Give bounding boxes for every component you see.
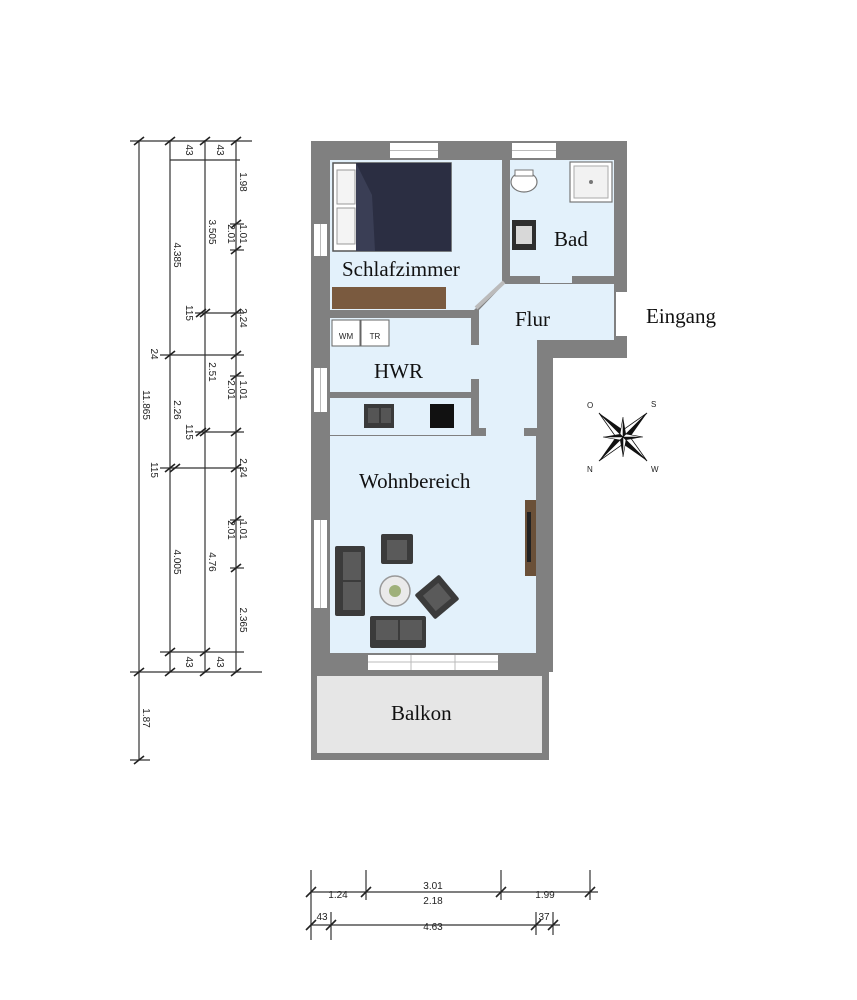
dim-187: 1.87 [140, 708, 151, 728]
dim-124: 1.24 [328, 890, 348, 901]
label-eingang: Eingang [646, 304, 716, 328]
dim-115-a: 115 [183, 305, 194, 321]
entrance-door [616, 292, 627, 336]
door-living [486, 428, 524, 436]
window-bad-top [512, 143, 556, 158]
dim-43-top-b: 43 [214, 144, 225, 156]
sofa-bottom [370, 616, 426, 648]
dim-463: 4.63 [423, 922, 443, 933]
armchair-top [381, 534, 413, 564]
window-hwr-left [314, 368, 327, 412]
compass-o: O [587, 401, 593, 410]
dim-224-a: 2.24 [237, 308, 248, 328]
dim-11865: 11.865 [140, 390, 151, 420]
dim-218: 2.18 [423, 896, 443, 907]
dim-4385: 4.385 [171, 242, 182, 267]
dim-43-bottom-a: 43 [183, 656, 194, 668]
dim-101-a: 1.01 [237, 224, 248, 244]
window-living-left [314, 520, 327, 608]
dim-224-b: 2.24 [237, 458, 248, 478]
windows [314, 143, 627, 670]
dim-201-b: 2.01 [225, 380, 236, 400]
window-living-bottom [368, 655, 498, 670]
label-balkon: Balkon [391, 701, 452, 725]
dim-301: 3.01 [423, 881, 443, 892]
label-schlafzimmer: Schlafzimmer [342, 257, 460, 281]
wm-label: WM [339, 332, 354, 341]
dim-43-bottom: 43 [316, 912, 328, 923]
dim-199: 1.99 [535, 890, 555, 901]
dim-4005: 4.005 [171, 549, 182, 574]
floor-flur [479, 284, 614, 428]
bottom-dimension-chain: 1.24 3.01 2.18 1.99 43 4.63 37 [305, 870, 598, 940]
dim-115-c1: 115 [148, 462, 159, 478]
dim-101-c: 1.01 [237, 520, 248, 540]
washing-machine: WM [331, 319, 361, 347]
door-bad [540, 276, 572, 283]
stove [430, 404, 454, 428]
dim-251: 2.51 [206, 362, 217, 382]
dim-101-b: 1.01 [237, 380, 248, 400]
compass-s: S [651, 400, 656, 409]
window-bedroom-top [390, 143, 438, 158]
dim-115-b: 115 [183, 424, 194, 440]
label-hwr: HWR [374, 359, 423, 383]
bathroom-sink [512, 220, 536, 250]
dryer: TR [360, 319, 390, 347]
sofa-left [335, 546, 365, 616]
coffee-table [379, 575, 411, 607]
compass-n: N [587, 465, 593, 474]
toilet [510, 169, 538, 193]
compass-w: W [651, 465, 659, 474]
door-gaps [471, 276, 572, 436]
door-bedroom [474, 280, 506, 310]
armchair-right [415, 575, 459, 619]
bed [332, 162, 452, 252]
compass-rose-icon [598, 412, 648, 462]
dim-24: 24 [148, 348, 159, 360]
dim-43-top-a: 43 [183, 144, 194, 156]
kitchen-sink [364, 404, 394, 428]
wardrobe [332, 287, 446, 309]
dim-43-bottom-b: 43 [214, 656, 225, 668]
label-wohnbereich: Wohnbereich [359, 469, 471, 493]
window-bedroom-left [314, 224, 327, 256]
label-flur: Flur [515, 307, 550, 331]
dim-198: 1.98 [237, 172, 248, 192]
dim-201-c: 2.01 [225, 520, 236, 540]
dim-2365: 2.365 [237, 607, 248, 632]
dim-201-a: 2.01 [225, 224, 236, 244]
label-bad: Bad [554, 227, 588, 251]
dim-476: 4.76 [206, 552, 217, 572]
dim-226: 2.26 [171, 400, 182, 420]
floor-balkon [317, 676, 542, 753]
tr-label: TR [370, 332, 381, 341]
shower [569, 161, 613, 203]
door-hwr [471, 345, 479, 379]
tv-screen [527, 512, 531, 562]
left-dimension-chain: 11.865 1.87 4.385 24 115 43 3.505 115 2.… [130, 136, 262, 765]
dim-3505: 3.505 [206, 219, 217, 244]
dim-37: 37 [538, 912, 550, 923]
